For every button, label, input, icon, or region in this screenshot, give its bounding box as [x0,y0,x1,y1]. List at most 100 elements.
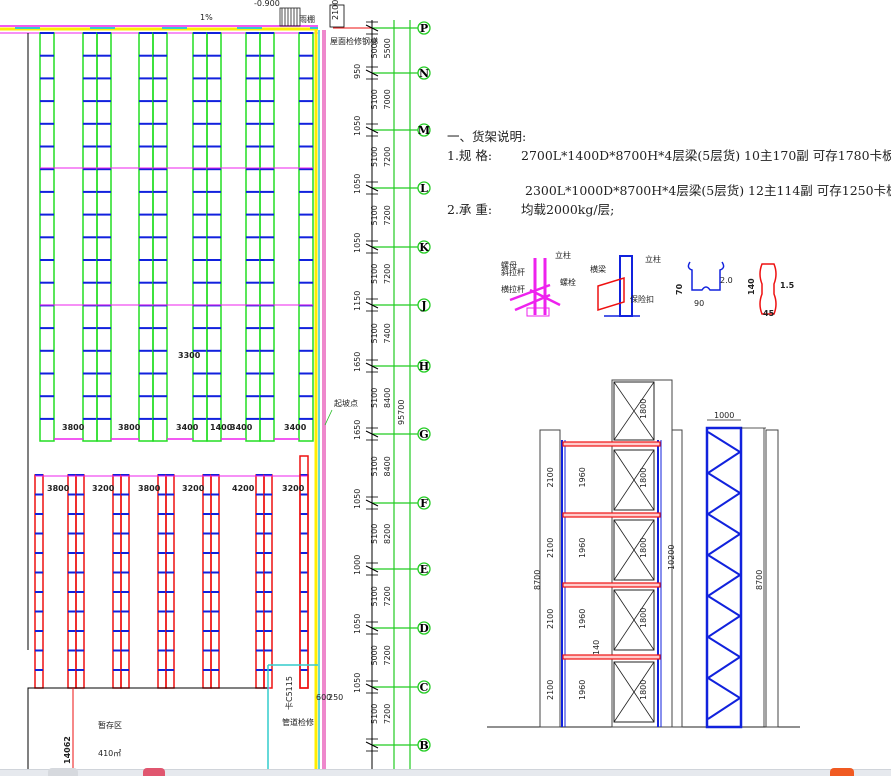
axis-label: K [419,241,429,254]
node2-label: 立柱 [645,254,661,264]
axis-bubble [417,621,431,635]
truss-brace [707,472,741,494]
level-dim: 2100 [546,680,555,700]
truss-brace [707,697,741,720]
spec-row-1: 1.规 格: 2700L*1400D*8700H*4层梁(5层货) 10主170副… [447,146,891,165]
beam-height: 140 [747,278,756,295]
pallet-box [613,519,655,581]
axis-label: N [419,67,429,80]
axis-label: M [418,124,430,137]
axis-bubble [417,21,431,35]
elev-beam [562,512,661,518]
aisle-dim: 3400 [284,423,307,432]
beam-profile [759,263,777,315]
dim-tick [365,565,379,573]
toolbar-tab[interactable] [143,768,165,776]
zone-dim: 14062 [63,736,72,764]
span-inner: 5100 [370,524,379,544]
clear-dim: 1960 [578,467,587,487]
profile-thickness: 2.0 [720,276,733,285]
span-outer: 5500 [383,38,392,58]
span-outer: 7000 [383,89,392,109]
rack-red [299,455,309,689]
box-dim: 1800 [639,608,648,628]
axis-bubble [417,298,431,312]
axis-bubble [417,359,431,373]
node1-label: 螺母 [501,260,517,270]
axis-label: H [419,360,429,373]
aisle-dim: 3200 [282,484,305,493]
span-inner: 5100 [370,147,379,167]
toolbar-tab[interactable] [48,768,78,776]
span-inner: 5000 [370,38,379,58]
beam-thickness: 1.5 [780,281,795,290]
rack-red [120,474,130,689]
axis-label: L [420,182,428,195]
rack-red [202,474,212,689]
dim-tick [365,24,379,32]
rack-red [75,474,85,689]
box-dim: 1800 [639,468,648,488]
rack-red [263,474,273,689]
spec-line-2: 2300L*1000D*8700H*4层梁(5层货) 12主114副 可存125… [525,183,891,198]
beam-width: 45 [763,309,775,318]
dim-tick [365,624,379,632]
dim-tick [365,184,379,192]
truss-brace [707,636,741,658]
pipe-label: 管道检修 [282,717,314,727]
axis-bubble [417,427,431,441]
elev-beam [562,582,661,588]
truss-brace [707,574,741,597]
aisle-dim: 3800 [47,484,70,493]
side-wall [765,429,779,728]
load-label: 2.承 重: [447,202,493,217]
side-depth: 1000 [714,411,734,420]
dim-tick [365,362,379,370]
pink-dim: 卡C5115 [284,676,294,710]
right-dim: 600 [316,693,331,702]
aisle-dim: 3200 [182,484,205,493]
spec-label: 1.规 格: [447,148,493,163]
truss-brace [707,615,741,638]
truss-brace [707,554,741,576]
zone-area: 410㎡ [98,749,121,758]
truss-brace [707,431,741,453]
truss-brace [707,451,741,474]
node1-base [526,307,550,317]
axis-bubble [417,123,431,137]
span-outer: 7400 [383,323,392,343]
toolbar-app-icon[interactable] [830,768,854,776]
load-row: 2.承 重:均载2000kg/层; [447,200,891,219]
axis-bubble [417,496,431,510]
stair [279,7,301,27]
axis-bubble [417,562,431,576]
rack-red [157,474,167,689]
axis-label: G [419,428,428,441]
axis-label: B [419,739,428,752]
dim-tick [365,499,379,507]
rack-red [34,474,44,689]
level-dim: 2100 [546,538,555,558]
span-outer: 7200 [383,147,392,167]
pallet-box [613,589,655,651]
truss-brace [707,595,741,617]
pallet-cross [613,449,655,511]
truss-brace [707,656,741,679]
bottom-toolbar [0,768,891,776]
zone-name: 暂存区 [98,720,122,730]
span-inner: 5100 [370,205,379,225]
axis-bubble [417,66,431,80]
rack-red [112,474,122,689]
span-inner: 5100 [370,89,379,109]
total-height: 8700 [533,570,542,590]
pallet-box [613,449,655,511]
node2-label: 横梁 [590,264,606,274]
truss-brace [707,677,741,699]
level-dim: 2100 [546,467,555,487]
spec-line-1: 2700L*1400D*8700H*4层梁(5层货) 10主170副 可存178… [521,148,891,163]
side-dim: 1000 [353,555,362,575]
top-dim-box [329,4,345,28]
truss-brace [707,513,741,535]
